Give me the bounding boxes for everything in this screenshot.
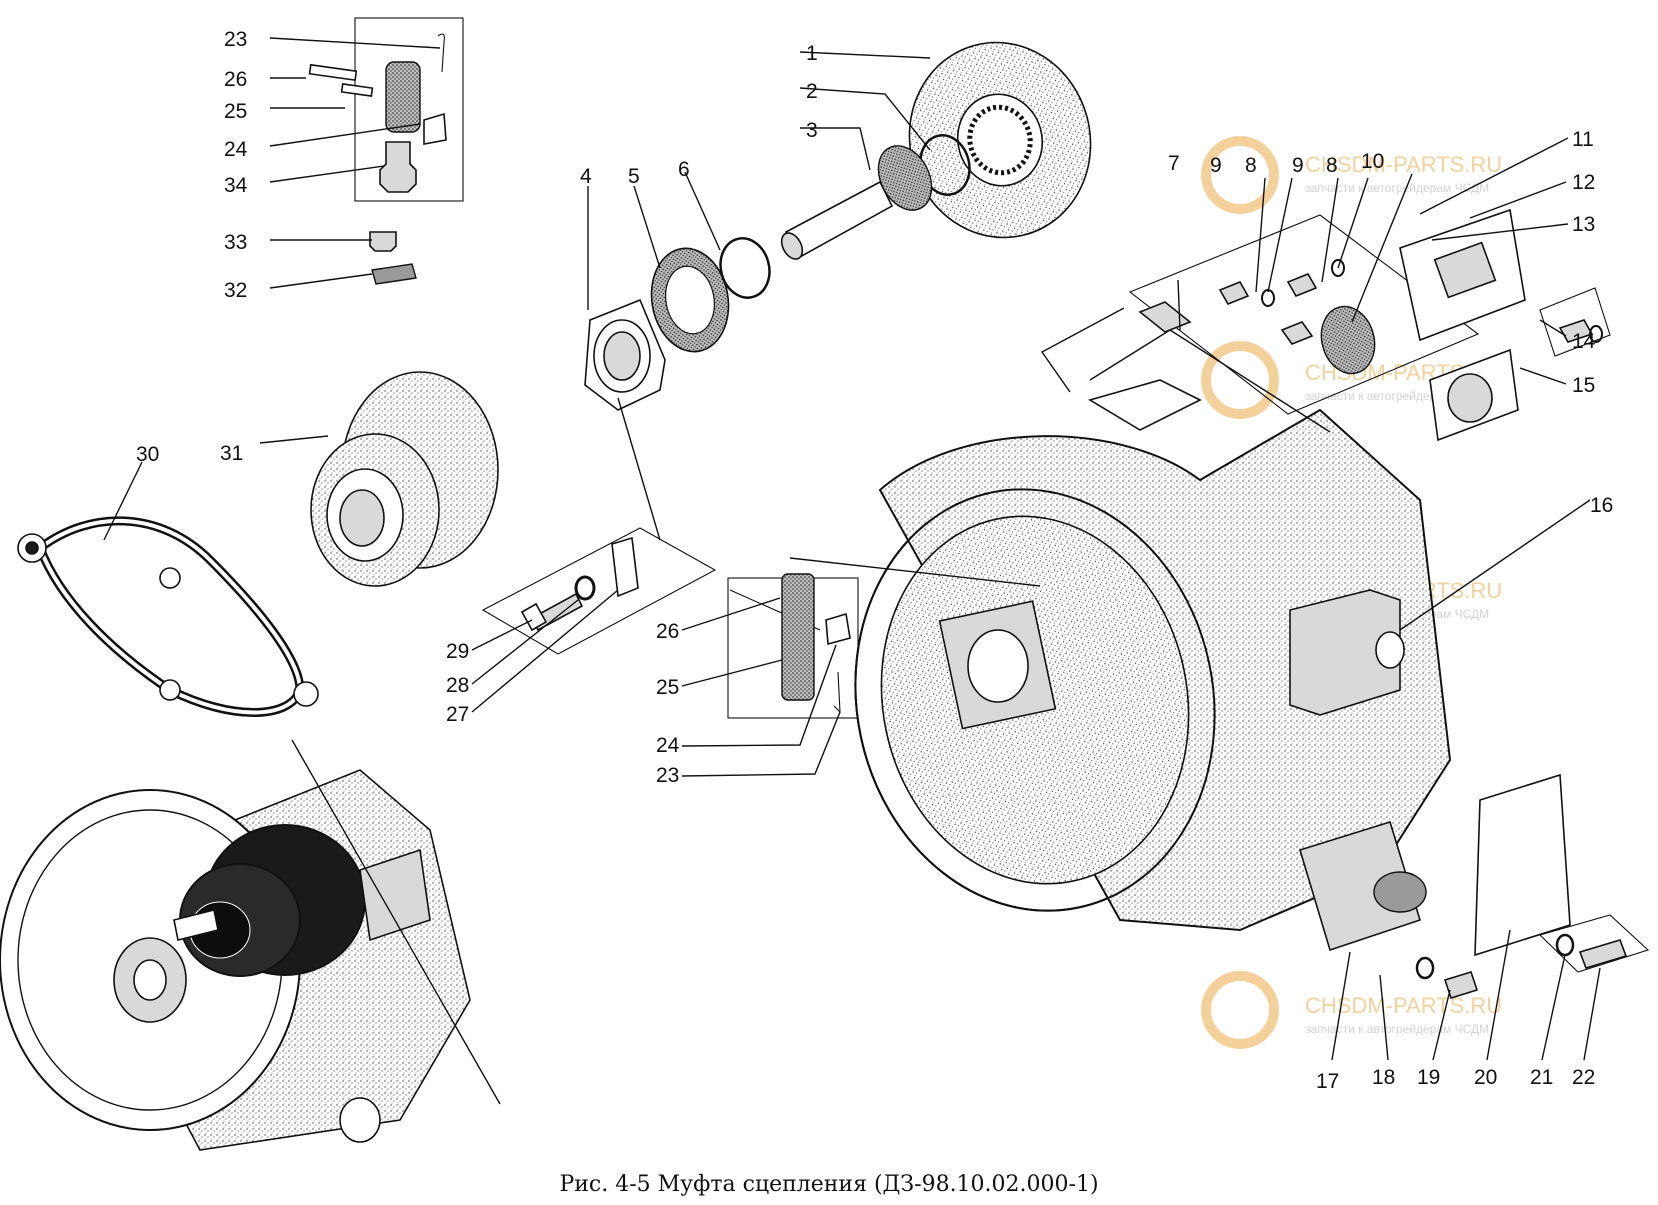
cotter-pin-23b-icon [833, 671, 841, 714]
nipple-33-icon [369, 231, 397, 252]
plate-27-icon [611, 536, 639, 598]
clip-24-icon [423, 112, 447, 145]
clip-24b-icon [825, 612, 851, 646]
figure-caption: Рис. 4-5 Муфта сцепления (ДЗ-98.10.02.00… [559, 1172, 1099, 1197]
leader-lines [103, 37, 1601, 1105]
callout-22: 22 [1572, 1066, 1595, 1089]
watermark-brand-4: CHSDM-PARTS.RU [1305, 993, 1502, 1018]
callout-24-middle: 24 [656, 734, 680, 757]
bearing-flange-17 [1299, 820, 1427, 952]
callout-8b: 8 [1326, 154, 1338, 177]
watermark-logo-4: CHSDM-PARTS.RU запчасти к автогрейдерам … [1201, 971, 1502, 1049]
callout-5: 5 [628, 165, 640, 188]
callout-15: 15 [1572, 374, 1595, 397]
callout-31: 31 [220, 442, 243, 465]
callout-13: 13 [1572, 213, 1595, 236]
clutch-housing-16 [854, 379, 1452, 932]
callout-32: 32 [224, 279, 247, 302]
sleeve-25b-icon [781, 573, 815, 701]
callout-7: 7 [1168, 152, 1180, 175]
bolt-22-icon [1578, 939, 1628, 969]
sleeve-25-icon [385, 61, 421, 133]
callout-23-middle: 23 [656, 764, 679, 787]
friction-disc-1 [908, 41, 1092, 239]
callout-26-top: 26 [224, 68, 247, 91]
callout-3: 3 [806, 119, 818, 142]
shim-26b-icon [340, 83, 374, 97]
washer-32-icon [371, 263, 417, 285]
callout-19: 19 [1417, 1066, 1440, 1089]
callout-25-top: 25 [224, 100, 247, 123]
watermark-brand-1: CHSDM-PARTS.RU [1305, 152, 1502, 177]
cover-plate-20-icon [1474, 773, 1571, 957]
callout-8a: 8 [1245, 154, 1257, 177]
callout-20: 20 [1474, 1066, 1497, 1089]
callout-21: 21 [1530, 1066, 1553, 1089]
watermark-logo-1: CHSDM-PARTS.RU запчасти к автогрейдерам … [1201, 136, 1502, 214]
bearing-housing-31 [310, 371, 499, 587]
cotter-pin-23-icon [437, 33, 445, 73]
callout-10: 10 [1361, 150, 1384, 173]
callout-33: 33 [224, 231, 247, 254]
shim-26a-icon [308, 63, 358, 82]
pin-kit-box-middle [727, 573, 859, 719]
washer-18-icon [1415, 956, 1435, 980]
callout-23-top: 23 [224, 28, 247, 51]
callout-6: 6 [678, 158, 690, 181]
callout-25-middle: 25 [656, 676, 679, 699]
callout-2: 2 [806, 80, 818, 103]
valve-34-icon [379, 141, 417, 193]
callout-30: 30 [136, 443, 159, 466]
callout-29: 29 [446, 640, 469, 663]
callout-11: 11 [1572, 128, 1594, 151]
bracket-kit-top-right [1128, 208, 1603, 442]
callout-18: 18 [1372, 1066, 1395, 1089]
assembled-inset-view [0, 769, 471, 1151]
callout-26-middle: 26 [656, 620, 679, 643]
watermark-tagline-1: запчасти к автогрейдерам ЧСДМ [1305, 181, 1489, 195]
flange-cover-4 [584, 298, 666, 411]
shaft-3 [780, 145, 933, 260]
watermark-tagline-4: запчасти к автогрейдерам ЧСДМ [1305, 1022, 1489, 1036]
callout-24-top: 24 [224, 138, 248, 161]
callout-9a: 9 [1210, 154, 1222, 177]
pin-kit-box-top [308, 17, 464, 202]
ring-6-icon [719, 237, 771, 299]
callout-4: 4 [580, 165, 592, 188]
callout-14: 14 [1572, 330, 1596, 353]
callout-labels: 23 26 25 24 34 33 32 30 31 1 2 3 4 5 6 2… [136, 28, 1613, 1093]
callout-17: 17 [1316, 1070, 1339, 1093]
callout-1: 1 [806, 42, 818, 65]
washer-28-icon [574, 575, 596, 601]
gasket-30 [17, 516, 319, 717]
washer-21-icon [1555, 933, 1575, 957]
callout-12: 12 [1572, 171, 1595, 194]
callout-9b: 9 [1292, 154, 1304, 177]
bolt-kit-middle [481, 527, 717, 655]
callout-16: 16 [1590, 494, 1613, 517]
callout-34: 34 [224, 174, 248, 197]
callout-27: 27 [446, 703, 469, 726]
callout-28: 28 [446, 674, 469, 697]
